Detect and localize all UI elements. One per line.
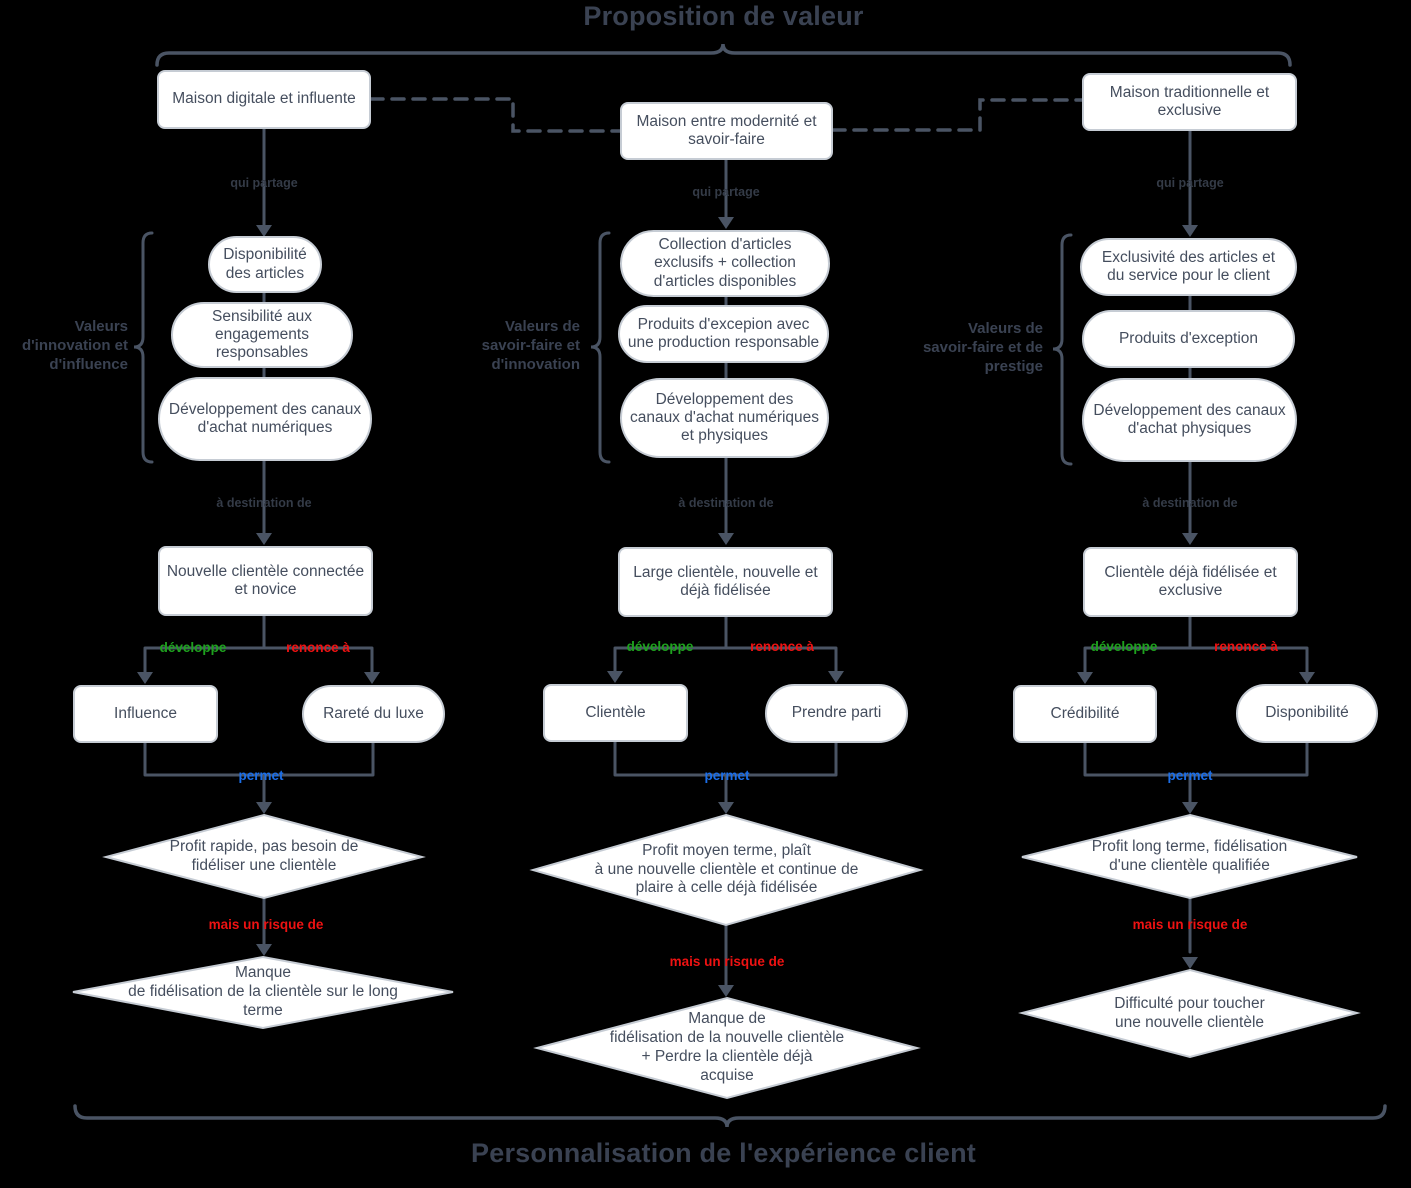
permet-label: permet xyxy=(704,768,750,783)
arrowhead xyxy=(828,671,844,683)
values-brace-middle xyxy=(590,231,611,464)
destination-label: à destination de xyxy=(1142,496,1238,510)
risk-diamond xyxy=(72,955,454,1030)
arrowhead xyxy=(718,533,734,545)
arrowhead xyxy=(256,225,272,237)
renounce-box: Prendre parti xyxy=(765,684,908,743)
arrowhead xyxy=(1182,225,1198,237)
develop-label: développe xyxy=(159,640,227,655)
arrowhead xyxy=(718,802,734,814)
bottom-brace xyxy=(73,1104,1387,1128)
house-box: Maison entre modernité et savoir-faire xyxy=(620,102,833,160)
arrowhead xyxy=(256,802,272,814)
values-group-label: Valeurs d'innovation et d'influence xyxy=(21,318,128,373)
renounce-label: renonce à xyxy=(286,640,350,655)
renounce-label: renonce à xyxy=(750,639,814,654)
develop-box: Crédibilité xyxy=(1013,685,1157,743)
develop-label: développe xyxy=(1090,639,1158,654)
audience-box: Large clientèle, nouvelle et déjà fidéli… xyxy=(618,547,833,617)
arrowhead xyxy=(1182,957,1198,969)
renounce-box: Disponibilité xyxy=(1236,684,1378,743)
house-box: Maison traditionnelle et exclusive xyxy=(1082,73,1297,131)
arrowhead xyxy=(718,217,734,229)
arrowhead xyxy=(718,985,734,997)
values-group-label: Valeurs de savoir-faire et de prestige xyxy=(922,320,1043,375)
benefit-diamond-text: Profit moyen terme, plaît à une nouvelle… xyxy=(594,841,859,897)
benefit-diamond-text: Profit rapide, pas besoin de fidéliser u… xyxy=(169,837,359,874)
risk-diamond xyxy=(1018,968,1361,1059)
arrowhead xyxy=(1182,533,1198,545)
values-brace-left xyxy=(133,231,154,464)
audience-box: Nouvelle clientèle connectée et novice xyxy=(158,546,373,616)
develop-box: Influence xyxy=(73,685,218,743)
value-oval: Collection d'articles exclusifs + collec… xyxy=(620,230,830,297)
develop-label: développe xyxy=(626,639,694,654)
risk-label: mais un risque de xyxy=(669,954,785,969)
benefit-diamond xyxy=(102,813,426,900)
value-oval: Produits d'exception xyxy=(1082,310,1295,368)
destination-label: à destination de xyxy=(216,496,312,510)
dashed-link-left-middle xyxy=(369,97,622,133)
renounce-box: Rareté du luxe xyxy=(302,685,445,743)
value-oval: Développement des canaux d'achat numériq… xyxy=(620,378,829,458)
qui-partage-label: qui partage xyxy=(1156,176,1224,190)
arrowhead xyxy=(1077,672,1093,684)
arrowhead xyxy=(607,671,623,683)
arrowhead xyxy=(137,672,153,684)
develop-box: Clientèle xyxy=(543,684,688,742)
benefit-diamond-text: Profit long terme, fidélisation d'une cl… xyxy=(1091,837,1288,874)
permet-label: permet xyxy=(238,768,284,783)
top-brace xyxy=(155,43,1292,67)
permet-label: permet xyxy=(1167,768,1213,783)
risk-label: mais un risque de xyxy=(1132,917,1248,932)
arrowhead xyxy=(256,944,272,956)
value-oval: Développement des canaux d'achat numériq… xyxy=(158,377,372,461)
benefit-diamond xyxy=(1021,813,1358,900)
audience-box: Clientèle déjà fidélisée et exclusive xyxy=(1083,547,1298,617)
risk-diamond xyxy=(533,996,921,1100)
destination-label: à destination de xyxy=(678,496,774,510)
risk-diamond-text: Difficulté pour toucher une nouvelle cli… xyxy=(1114,994,1265,1031)
risk-diamond-text: Manque de fidélisation de la nouvelle cl… xyxy=(609,1010,845,1084)
value-oval: Développement des canaux d'achat physiqu… xyxy=(1082,378,1297,462)
values-brace-right xyxy=(1052,233,1073,466)
page-title: Proposition de valeur xyxy=(583,1,864,31)
renounce-label: renonce à xyxy=(1214,639,1278,654)
value-oval: Exclusivité des articles et du service p… xyxy=(1080,238,1297,296)
arrowhead xyxy=(1299,672,1315,684)
arrowhead xyxy=(256,533,272,545)
value-oval: Sensibilité aux engagements responsables xyxy=(171,302,353,368)
value-oval: Produits d'excepion avec une production … xyxy=(618,305,829,363)
arrowhead xyxy=(364,672,380,684)
arrowhead xyxy=(1182,802,1198,814)
benefit-diamond xyxy=(529,813,924,927)
qui-partage-label: qui partage xyxy=(692,185,760,199)
value-oval: Disponibilité des articles xyxy=(208,236,322,293)
bottom-title: Personnalisation de l'expérience client xyxy=(471,1138,976,1168)
qui-partage-label: qui partage xyxy=(230,176,298,190)
dashed-link-middle-right xyxy=(831,98,1084,132)
risk-label: mais un risque de xyxy=(208,917,324,932)
risk-diamond-text: Manque de fidélisation de la clientèle s… xyxy=(128,964,398,1019)
house-box: Maison digitale et influente xyxy=(157,70,371,129)
values-group-label: Valeurs de savoir-faire et d'innovation xyxy=(481,318,580,373)
